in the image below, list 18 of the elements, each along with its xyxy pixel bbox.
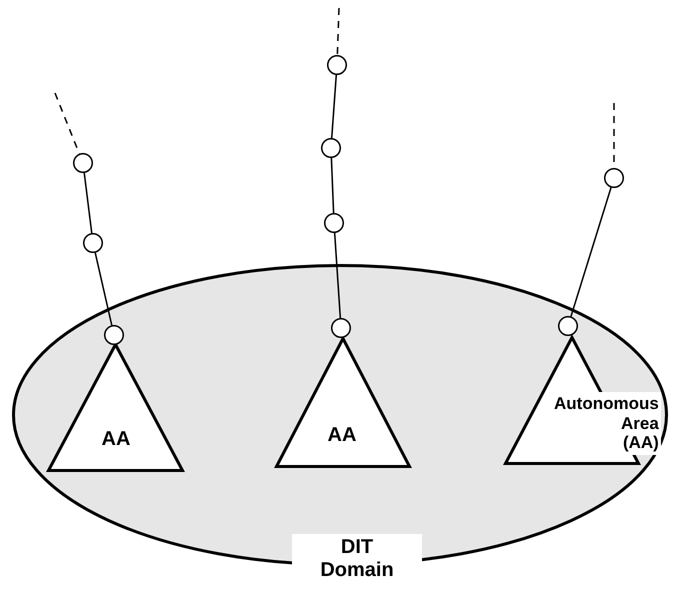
connector-line xyxy=(330,74,338,138)
entry-circle xyxy=(83,233,103,253)
connector-line xyxy=(94,252,112,326)
entry-circle xyxy=(324,213,344,233)
area-triangle xyxy=(47,343,184,472)
area-triangle xyxy=(275,337,411,468)
dashed-line xyxy=(336,8,340,56)
area-label: AA xyxy=(100,428,132,451)
connector-line xyxy=(330,158,334,214)
entry-circle xyxy=(321,138,341,158)
dashed-line xyxy=(54,92,80,154)
connector-line xyxy=(334,232,342,318)
area-label: AA xyxy=(326,424,358,447)
entry-circle xyxy=(327,55,347,75)
area-label: Autonomous Area (AA) xyxy=(552,392,661,455)
entry-circle xyxy=(73,153,93,173)
connector-line xyxy=(84,172,92,234)
entry-circle xyxy=(604,168,624,188)
